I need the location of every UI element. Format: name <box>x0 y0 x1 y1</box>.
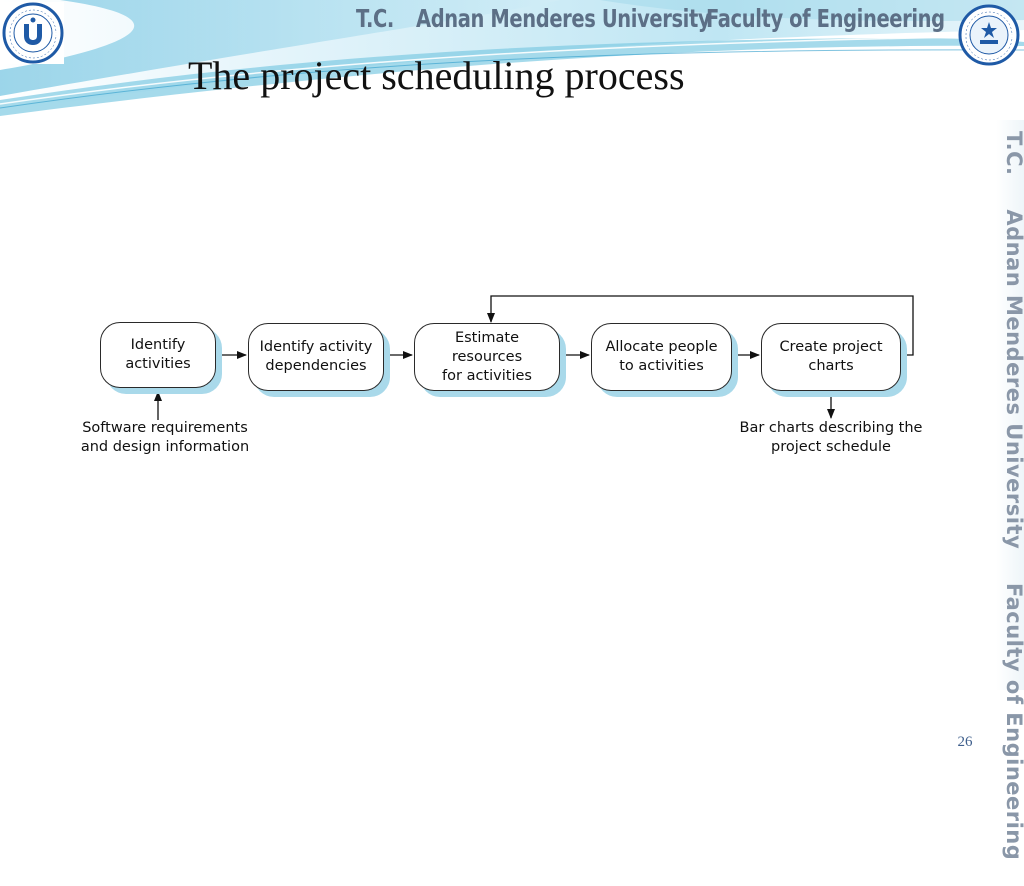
page-number: 26 <box>957 734 973 750</box>
header-banner <box>0 0 1024 116</box>
header-tc: T.C. <box>356 4 394 33</box>
header-faculty: Faculty of Engineering <box>706 4 945 33</box>
header-university: Adnan Menderes University <box>416 4 711 33</box>
faculty-logo <box>958 4 1020 66</box>
slide-title: The project scheduling process <box>188 53 685 98</box>
feedback-arrow <box>487 295 914 356</box>
university-logo <box>2 2 64 64</box>
side-band <box>996 120 1024 690</box>
process-diagram <box>154 295 914 420</box>
